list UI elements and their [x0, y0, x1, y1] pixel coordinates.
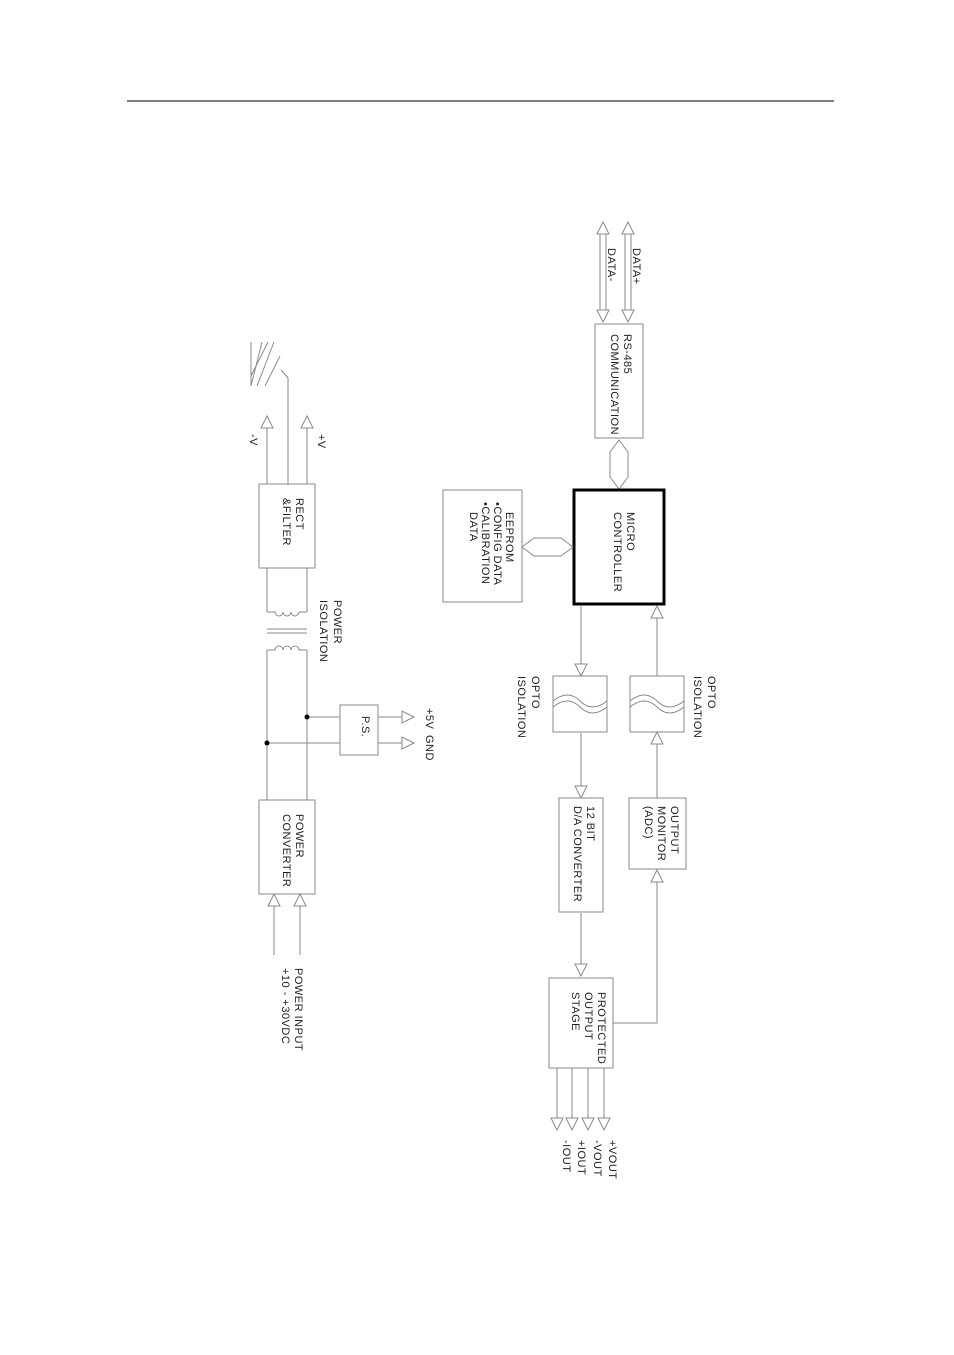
ps-block [340, 705, 378, 755]
pos-v-label: +V [315, 434, 327, 449]
micro-label-2: CONTROLLER [611, 512, 623, 592]
opto-to-dac-arrow [575, 786, 587, 798]
junction-dot-bottom [265, 741, 270, 746]
power-iso-label-2: ISOLATION [317, 600, 329, 662]
earth-symbol [251, 342, 288, 484]
neg-v-label: -V [247, 434, 259, 446]
output-label-iout-minus: -IOUT [560, 1140, 572, 1172]
output-label-iout-plus: +IOUT [575, 1140, 587, 1175]
power-input-label-1: POWER INPUT [292, 968, 304, 1051]
neg-v-arrow [261, 416, 273, 428]
stage-to-adc-arrow [651, 870, 663, 882]
stage-label-1: PROTECTED [595, 992, 607, 1064]
power-input-arrow-2 [294, 894, 306, 906]
gnd-label: GND [423, 735, 435, 761]
eeprom-label-1: EEPROM [503, 512, 515, 563]
eeprom-label-3: •CALIBRATION [479, 502, 491, 584]
opto-left-label-2: ISOLATION [515, 676, 527, 738]
gnd-arrow [402, 737, 414, 749]
opto-right-label-1: OPTO [705, 676, 717, 709]
adc-label-3: (ADC) [642, 806, 654, 839]
ps-label: P.S. [359, 716, 371, 737]
eeprom-label-4: DATA [467, 512, 479, 542]
rect-label-1: RECT [293, 498, 305, 530]
micro-label-1: MICRO [624, 512, 636, 551]
plus5v-arrow [402, 711, 414, 723]
output-arrows [551, 1068, 610, 1130]
rect-label-2: &FILTER [280, 498, 292, 546]
dac-label-2: D/A CONVERTER [571, 806, 583, 902]
adc-label-1: OUTPUT [668, 806, 680, 854]
stage-label-3: STAGE [569, 992, 581, 1031]
power-isolation-transformer [267, 568, 307, 800]
dac-label-1: 12 BIT [584, 806, 596, 841]
rs485-label-1: RS-485 [621, 334, 633, 374]
opto-to-micro-arrow [651, 606, 663, 618]
dac-to-stage-arrow [575, 964, 587, 976]
output-label-vout-minus: -VOUT [591, 1140, 603, 1177]
opto-isolation-left-block [553, 676, 607, 732]
micro-to-opto-arrow [575, 664, 587, 676]
power-iso-label-1: POWER [331, 600, 343, 644]
junction-dot-top [305, 715, 310, 720]
rs485-label-2: COMMUNICATION [608, 334, 620, 435]
opto-left-label-1: OPTO [529, 676, 541, 709]
pos-v-arrow [301, 416, 313, 428]
power-input-label-2: +10 - +30VDC [279, 968, 291, 1044]
plus5v-label: +5V [423, 708, 435, 730]
rs485-micro-bus [610, 440, 628, 489]
stage-to-adc-wire [613, 880, 657, 1023]
data-plus-label: DATA+ [630, 248, 642, 285]
eeprom-micro-bus [522, 538, 573, 556]
opto-isolation-right-block [630, 676, 684, 732]
power-conv-label-2: CONVERTER [280, 814, 292, 887]
output-label-vout-plus: +VOUT [606, 1140, 618, 1179]
opto-right-label-2: ISOLATION [691, 676, 703, 738]
adc-to-opto-arrow [651, 732, 663, 744]
adc-label-2: MONITOR [655, 806, 667, 861]
power-conv-label-1: POWER [293, 814, 305, 858]
power-input-arrow-1 [268, 894, 280, 906]
eeprom-label-2: •CONFIG DATA [491, 502, 503, 586]
stage-label-2: OUTPUT [582, 992, 594, 1040]
data-minus-label: DATA- [605, 248, 617, 282]
